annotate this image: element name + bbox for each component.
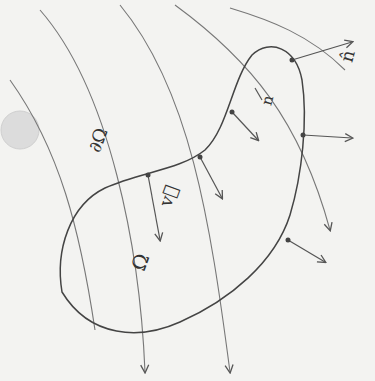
region-boundary <box>60 47 304 333</box>
region-label: Ω <box>128 251 152 273</box>
velocity-label: v⃗ <box>156 183 180 209</box>
normal-label: n <box>259 93 276 106</box>
vectors <box>148 42 352 262</box>
boundary-points <box>146 58 306 243</box>
normal-label: n̂ <box>338 48 358 64</box>
boundary-label: ∂Ω <box>85 126 110 155</box>
flow-lines <box>10 5 345 372</box>
